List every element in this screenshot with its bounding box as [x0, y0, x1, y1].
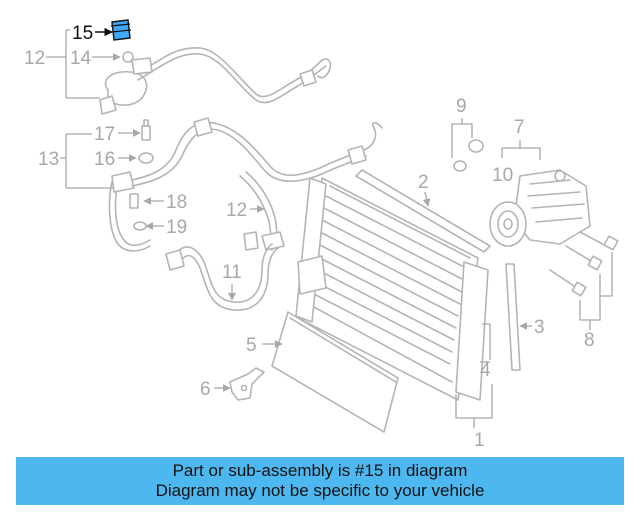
callout-5: 5 [246, 335, 257, 356]
callout-4: 4 [480, 360, 491, 381]
callout-18: 18 [166, 192, 187, 213]
part-5-panel[interactable] [271, 311, 399, 433]
part-15-cap[interactable] [110, 19, 132, 41]
callout-7: 7 [514, 117, 525, 138]
part-3-side-strip[interactable] [505, 263, 521, 371]
part-2-seal-strip[interactable] [355, 169, 491, 253]
callout-9: 9 [456, 96, 467, 117]
leader-4 [480, 323, 491, 363]
callout-13: 13 [38, 149, 59, 170]
info-banner: Part or sub-assembly is #15 in diagram D… [16, 457, 624, 505]
part-14-oring[interactable] [122, 51, 134, 63]
callout-17: 17 [94, 124, 115, 145]
callout-15: 15 [72, 23, 93, 44]
leader-12-top [46, 29, 100, 99]
part-13-hose[interactable] [108, 117, 383, 252]
part-8-bolts[interactable] [549, 231, 619, 297]
leader-1 [455, 384, 493, 428]
callout-8: 8 [584, 330, 595, 351]
callout-10: 10 [492, 165, 513, 186]
part-12-hose-top[interactable] [99, 47, 332, 115]
part-11-hose[interactable] [165, 243, 279, 311]
leader-9 [451, 118, 473, 158]
callout-14: 14 [70, 48, 92, 69]
leader-13 [60, 133, 116, 189]
leader-8 [579, 252, 613, 330]
banner-line-1: Part or sub-assembly is #15 in diagram [172, 461, 468, 480]
part-6-bracket[interactable] [229, 367, 265, 401]
leader-7 [501, 140, 541, 160]
callout-12-top: 12 [24, 48, 45, 69]
part-17-sensor[interactable] [141, 119, 151, 141]
part-18-valve[interactable] [129, 193, 139, 209]
leader-2 [422, 191, 431, 207]
part-7-compressor[interactable] [513, 169, 591, 245]
callout-6: 6 [200, 379, 211, 400]
part-19-oring[interactable] [133, 221, 147, 231]
banner-line-2: Diagram may not be specific to your vehi… [155, 481, 485, 500]
callout-16: 16 [94, 149, 115, 170]
callout-12-lower: 12 [226, 200, 247, 221]
callout-2: 2 [418, 172, 429, 193]
callout-3: 3 [534, 317, 545, 338]
part-1-condenser[interactable] [295, 177, 489, 401]
callout-11: 11 [222, 262, 242, 283]
part-16-oring[interactable] [138, 152, 154, 164]
callout-1: 1 [474, 430, 485, 451]
part-12-hose-lower[interactable] [239, 171, 285, 251]
part-10-clutch[interactable] [489, 201, 527, 247]
callout-19: 19 [166, 217, 187, 238]
part-9-cap[interactable] [453, 139, 484, 172]
